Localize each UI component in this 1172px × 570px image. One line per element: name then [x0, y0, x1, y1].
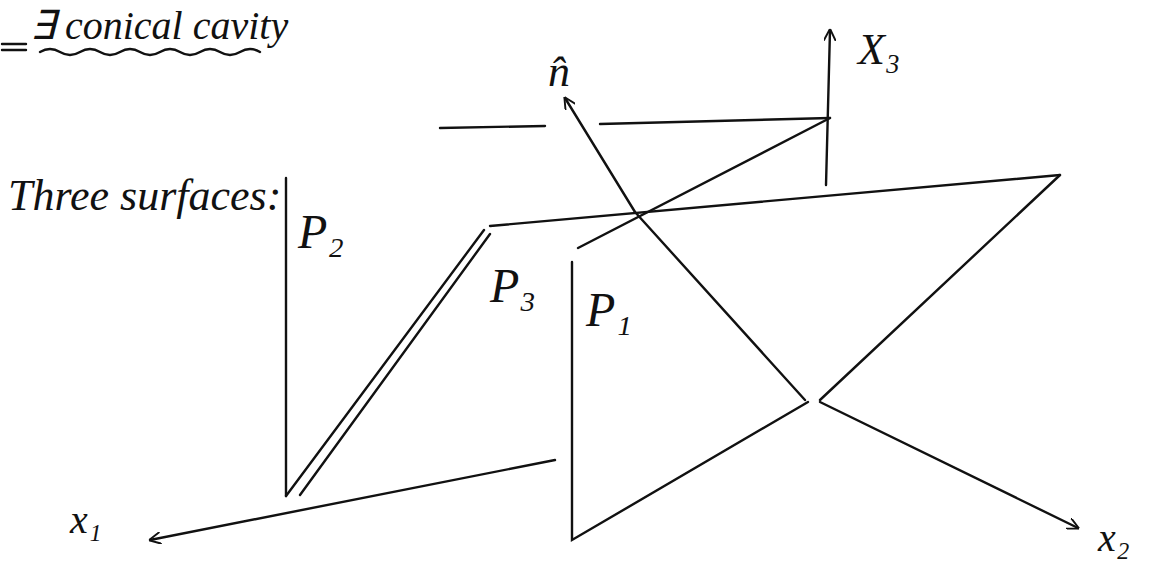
plane-label: P₂: [298, 208, 344, 256]
double-underline: [2, 44, 26, 50]
plane-edge: [820, 175, 1060, 400]
x3-axis: [826, 30, 830, 185]
axis-label: X₃: [858, 28, 900, 72]
axis-label: x₂: [1098, 518, 1130, 558]
plane-edge: [490, 175, 1060, 226]
normal-vector: [565, 98, 635, 212]
plane-label: P₃: [490, 262, 536, 310]
cone-edge: [578, 118, 830, 248]
plane-p1: [572, 262, 808, 540]
wavy-underline: [40, 49, 260, 55]
axis-label: x₁: [70, 500, 102, 540]
title: ∃ conical cavity: [30, 6, 288, 46]
cone-edge: [635, 212, 805, 400]
note: Three surfaces:: [8, 174, 281, 218]
x1-axis: [150, 460, 555, 540]
plane-p3: [286, 230, 490, 496]
x2-axis: [820, 402, 1078, 528]
plane-p2: [285, 178, 287, 496]
vector-label: n̂: [548, 50, 570, 94]
dash: [440, 126, 545, 128]
guide-line: [600, 118, 830, 124]
plane-label: P₁: [586, 286, 632, 334]
